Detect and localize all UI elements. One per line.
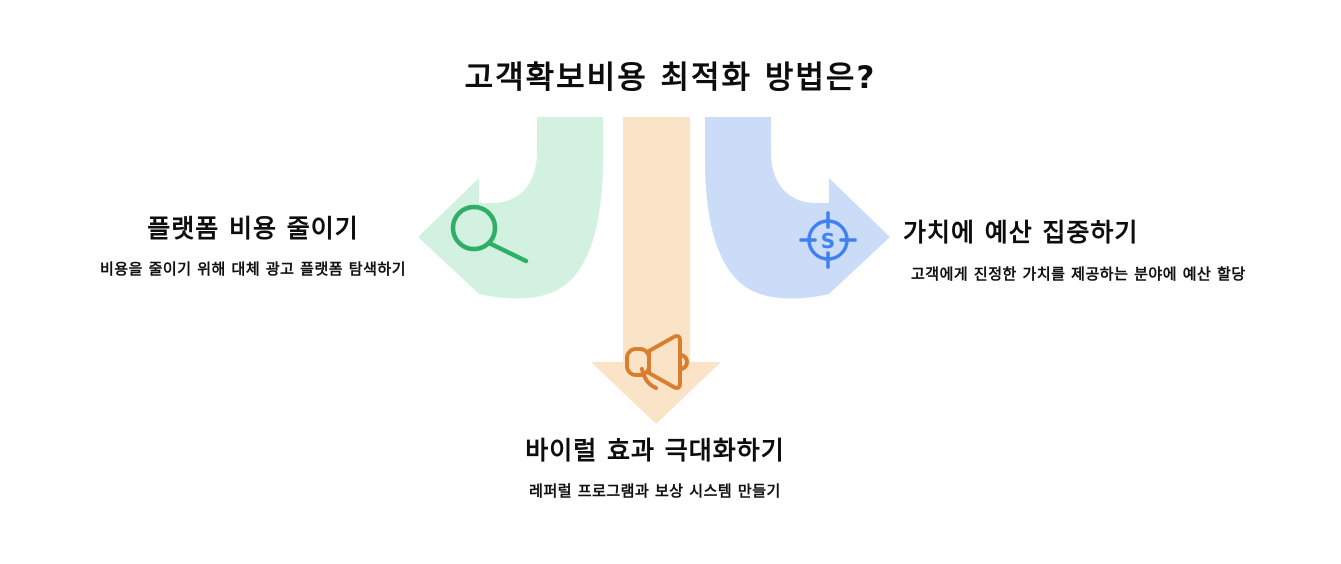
diagram-title: 고객확보비용 최적화 방법은?: [464, 60, 877, 96]
item-title-right: 가치에 예산 집중하기: [903, 218, 1139, 247]
item-block-left: 플랫폼 비용 줄이기 비용을 줄이기 위해 대체 광고 플랫폼 탐색하기: [58, 214, 448, 280]
magnifier-icon: [450, 204, 529, 264]
item-description-right: 고객에게 진정한 가치를 제공하는 분야에 예산 할당: [911, 265, 1246, 283]
item-title-left: 플랫폼 비용 줄이기: [147, 214, 359, 243]
item-block-bottom: 바이럴 효과 극대화하기 레퍼럴 프로그램과 보상 시스템 만들기: [455, 436, 855, 502]
left-curved-arrow: [418, 117, 603, 299]
down-arrow: [591, 117, 721, 424]
right-curved-arrow: [705, 117, 890, 299]
item-block-right: 가치에 예산 집중하기 고객에게 진정한 가치를 제공하는 분야에 예산 할당: [903, 218, 1313, 285]
megaphone-icon: [625, 334, 689, 390]
target-dollar-icon: [799, 211, 857, 269]
item-description-bottom: 레퍼럴 프로그램과 보상 시스템 만들기: [529, 482, 781, 500]
target-dollar-letter: S: [821, 229, 835, 253]
item-title-bottom: 바이럴 효과 극대화하기: [525, 436, 785, 465]
item-description-left: 비용을 줄이기 위해 대체 광고 플랫폼 탐색하기: [99, 260, 407, 278]
